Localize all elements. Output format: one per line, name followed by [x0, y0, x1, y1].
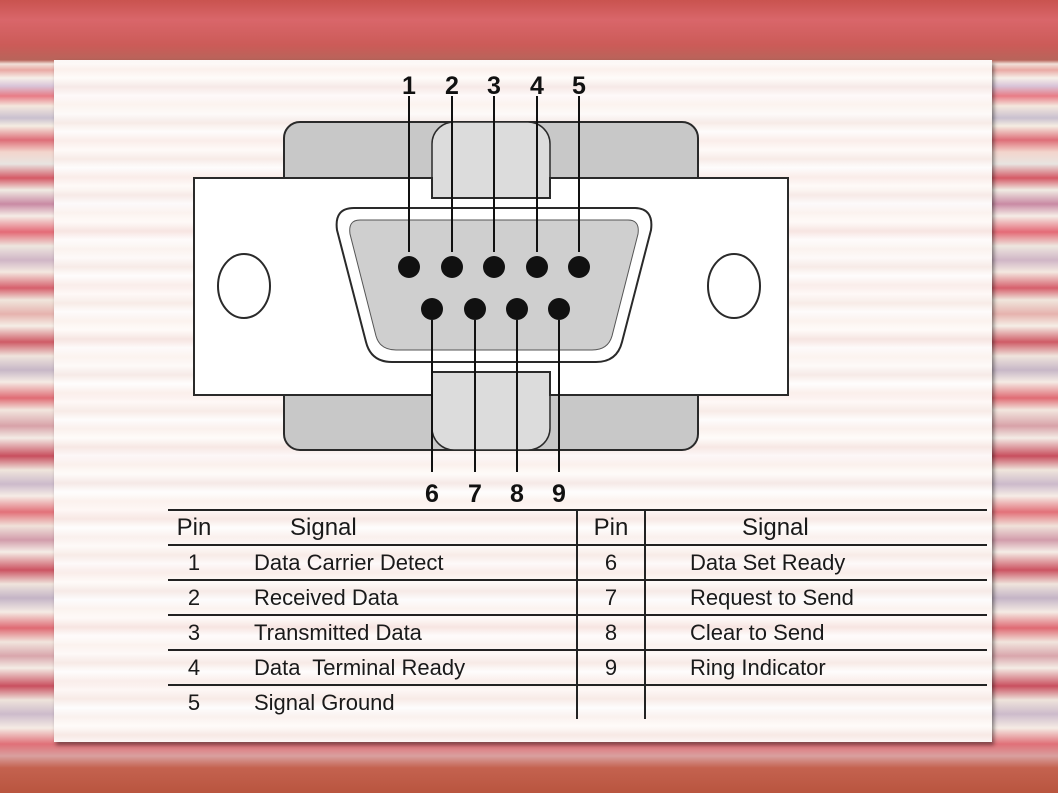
pin-socket-5	[568, 256, 590, 278]
pin-number-cell	[576, 685, 645, 719]
bottom-pin-leaders	[431, 320, 560, 472]
signal-name-cell: Data Set Ready	[644, 545, 987, 580]
signal-name-cell: Request to Send	[644, 580, 987, 615]
pin-label-2: 2	[445, 72, 459, 100]
pin-socket-6	[421, 298, 443, 320]
header-pin: Pin	[576, 510, 645, 545]
pin-sockets	[398, 256, 590, 320]
pin-socket-4	[526, 256, 548, 278]
table-row: 1 Data Carrier Detect 6 Data Set Ready	[168, 545, 987, 580]
pin-number-cell: 6	[576, 545, 645, 580]
pin-label-9: 9	[552, 480, 566, 508]
signal-name-cell: Data Carrier Detect	[254, 550, 444, 575]
pin-socket-2	[441, 256, 463, 278]
pin-socket-9	[548, 298, 570, 320]
header-pin: Pin	[176, 514, 212, 541]
pin-socket-8	[506, 298, 528, 320]
table-row: 5 Signal Ground	[168, 685, 987, 719]
pin-socket-1	[398, 256, 420, 278]
pin-label-4: 4	[530, 72, 544, 100]
pinout-table-header: Pin Signal Pin Signal	[168, 510, 987, 545]
pin-number-cell: 1	[187, 550, 201, 575]
pin-label-7: 7	[468, 480, 482, 508]
signal-name-cell: Clear to Send	[644, 615, 987, 650]
pin-socket-3	[483, 256, 505, 278]
pinout-table: Pin Signal Pin Signal 1 Data Carrier Det…	[168, 509, 987, 719]
pin-number-cell: 3	[187, 620, 201, 645]
header-signal: Signal	[290, 514, 357, 541]
signal-name-cell: Signal Ground	[254, 690, 395, 715]
pin-label-8: 8	[510, 480, 524, 508]
pin-number-cell: 8	[576, 615, 645, 650]
table-row: 2 Received Data 7 Request to Send	[168, 580, 987, 615]
pin-number-cell: 7	[576, 580, 645, 615]
left-mounting-hole	[217, 253, 271, 319]
pin-number-cell: 2	[187, 585, 201, 610]
table-row: 3 Transmitted Data 8 Clear to Send	[168, 615, 987, 650]
signal-name-cell: Data Terminal Ready	[254, 655, 466, 680]
pin-label-1: 1	[402, 72, 416, 100]
d-sub-shell-face	[349, 219, 639, 351]
pin-socket-7	[464, 298, 486, 320]
signal-name-cell	[644, 685, 987, 719]
pin-number-cell: 9	[576, 650, 645, 685]
header-signal: Signal	[644, 510, 987, 545]
pin-number-cell: 5	[187, 690, 201, 715]
pin-number-cell: 4	[187, 655, 201, 680]
signal-name-cell: Transmitted Data	[254, 620, 422, 645]
table-row: 4 Data Terminal Ready 9 Ring Indicator	[168, 650, 987, 685]
slide-panel: 1 2 3 4 5 6 7 8 9 Pin Signal Pin Signal …	[54, 60, 992, 742]
signal-name-cell: Received Data	[254, 585, 399, 610]
pin-label-3: 3	[487, 72, 501, 100]
pin-label-5: 5	[572, 72, 586, 100]
right-mounting-hole	[707, 253, 761, 319]
pin-label-6: 6	[425, 480, 439, 508]
signal-name-cell: Ring Indicator	[644, 650, 987, 685]
top-pin-leaders	[408, 96, 580, 252]
db9-connector-diagram: 1 2 3 4 5 6 7 8 9	[193, 72, 789, 508]
